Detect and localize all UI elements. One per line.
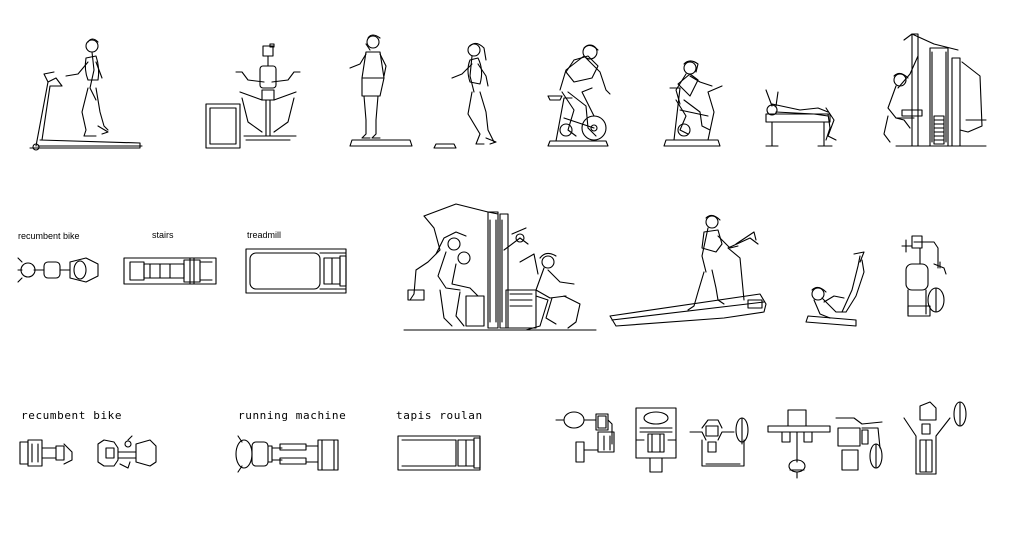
woman-on-treadmill-figure xyxy=(30,39,142,150)
weight-machine-elevation-figure xyxy=(902,236,946,316)
machine-plan-6-figure xyxy=(904,402,966,474)
machine-plan-4-figure xyxy=(768,410,830,478)
multigym-with-people-figure xyxy=(404,204,596,330)
recumbent-bike-small-label: recumbent bike xyxy=(18,231,80,241)
tapis-roulant-plan-figure xyxy=(398,436,480,470)
woman-doing-crunches-figure xyxy=(806,252,864,326)
woman-on-stationary-bike-figure xyxy=(664,61,722,146)
running-machine-label: running machine xyxy=(238,409,346,422)
machine-plan-2-figure xyxy=(636,408,676,472)
tapis-roulant-label: tapis roulan xyxy=(396,409,483,422)
woman-on-step-figure xyxy=(350,35,412,146)
woman-jogging-figure xyxy=(434,43,496,148)
machine-plan-5-figure xyxy=(836,418,882,470)
recumbent-bike-plan-small-figure xyxy=(18,258,98,282)
stairs-plan-figure xyxy=(124,258,216,284)
recumbent-bike-plan-b-figure xyxy=(98,436,156,468)
treadmill-label: treadmill xyxy=(247,230,281,240)
woman-on-multigym-figure xyxy=(884,34,986,146)
treadmill-plan-figure xyxy=(246,249,346,293)
machine-plan-1-figure xyxy=(556,412,614,462)
machine-plan-3-figure xyxy=(690,418,748,466)
man-on-exercise-bike-figure xyxy=(548,45,610,146)
running-machine-plan-figure xyxy=(236,436,338,472)
man-on-inclined-treadmill-figure xyxy=(610,215,766,326)
person-on-bench-figure xyxy=(766,90,836,146)
stepper-machine-figure xyxy=(206,44,300,148)
recumbent-bike-plan-a-figure xyxy=(20,440,72,466)
stairs-label: stairs xyxy=(152,230,174,240)
recumbent-bike-large-label: recumbent bike xyxy=(21,409,122,422)
